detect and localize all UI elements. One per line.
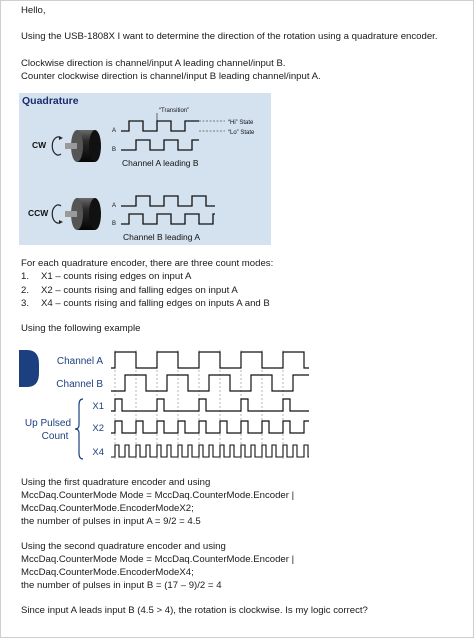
conclusion-line: Since input A leads input B (4.5 > 4), t… (21, 605, 368, 616)
lo-state-label: “Lo” State (228, 130, 255, 136)
channel-a-label: Channel A (57, 356, 103, 367)
timing-figure: Channel A Channel B X1 X2 X4 Up Pulsed C… (19, 347, 319, 465)
ccw-label: CCW (28, 208, 49, 218)
first-encoder-line-3: MccDaq.CounterMode.EncoderModeX2; (21, 503, 194, 514)
quadrature-figure: Quadrature CW CCW (19, 93, 271, 245)
greeting: Hello, (21, 5, 46, 16)
x1-label: X1 (92, 401, 104, 412)
first-encoder-line-4: the number of pulses in input A = 9/2 = … (21, 516, 201, 527)
x4-label: X4 (92, 447, 104, 458)
ccw-waveform-a (121, 195, 215, 207)
cw-encoder-icon (51, 130, 101, 162)
up-pulsed-label: Up Pulsed (25, 418, 71, 429)
clockwise-line: Clockwise direction is channel/input A l… (21, 58, 286, 69)
transition-label: “Transition” (159, 108, 189, 114)
list-item: 1.X1 – counts rising edges on input A (21, 271, 192, 282)
ccw-encoder-icon (51, 198, 101, 230)
quadrature-diagram: CW CCW A B “Transition” “Hi” State “Lo” … (28, 108, 255, 242)
caption-channel-b-leading: Channel B leading A (123, 232, 200, 242)
cw-b-label: B (112, 147, 116, 153)
hi-state-label: “Hi” State (228, 120, 254, 126)
list-item: 2.X2 – counts rising and falling edges o… (21, 284, 238, 296)
x1-waveform (111, 398, 309, 412)
x2-waveform (111, 420, 309, 434)
channel-a-waveform (111, 351, 309, 369)
second-encoder-line-3: MccDaq.CounterMode.EncoderModeX4; (21, 567, 194, 578)
intro-line: Using the USB-1808X I want to determine … (21, 31, 438, 42)
x4-waveform (111, 444, 309, 458)
counter-clockwise-line: Counter clockwise direction is channel/i… (21, 71, 321, 82)
cw-waveform-a (121, 120, 199, 132)
channel-b-waveform (111, 374, 309, 392)
brace-icon (74, 398, 84, 460)
channel-b-label: Channel B (56, 379, 103, 390)
modes-intro: For each quadrature encoder, there are t… (21, 258, 274, 269)
ccw-waveform-b (121, 213, 215, 225)
first-encoder-line-1: Using the first quadrature encoder and u… (21, 477, 211, 488)
example-intro: Using the following example (21, 323, 141, 334)
blue-tab-icon (19, 350, 39, 387)
ccw-a-label: A (112, 203, 116, 209)
list-item: 3.X4 – counts rising and falling edges o… (21, 298, 270, 309)
cw-label: CW (32, 140, 47, 150)
second-encoder-line-2: MccDaq.CounterMode Mode = MccDaq.Counter… (21, 554, 295, 565)
cw-waveform-b (121, 139, 199, 151)
count-modes-list: 1.X1 – counts rising edges on input A 2.… (21, 270, 270, 311)
timing-diagram: Channel A Channel B X1 X2 X4 Up Pulsed C… (19, 350, 309, 460)
first-encoder-line-2: MccDaq.CounterMode Mode = MccDaq.Counter… (21, 490, 295, 501)
x2-label: X2 (92, 423, 104, 434)
cw-a-label: A (112, 128, 116, 134)
ccw-b-label: B (112, 221, 116, 227)
quadrature-title: Quadrature (22, 95, 79, 107)
second-encoder-line-1: Using the second quadrature encoder and … (21, 541, 226, 552)
count-label: Count (42, 431, 69, 442)
second-encoder-line-4: the number of pulses in input B = (17 – … (21, 580, 222, 591)
caption-channel-a-leading: Channel A leading B (122, 158, 199, 168)
